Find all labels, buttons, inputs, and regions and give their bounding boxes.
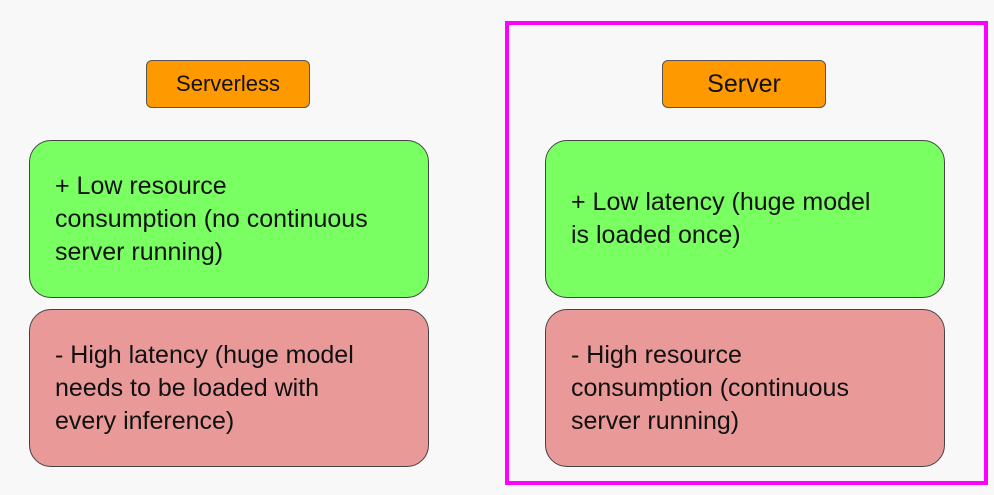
serverless-con-box: - High latency (huge model needs to be l… [29,309,429,467]
server-pro-box: + Low latency (huge model is loaded once… [545,140,945,298]
server-highlight-frame [505,21,988,485]
server-header: Server [662,60,826,108]
serverless-pro-box: + Low resource consumption (no continuou… [29,140,429,298]
server-con-box: - High resource consumption (continuous … [545,309,945,467]
serverless-header: Serverless [146,60,310,108]
